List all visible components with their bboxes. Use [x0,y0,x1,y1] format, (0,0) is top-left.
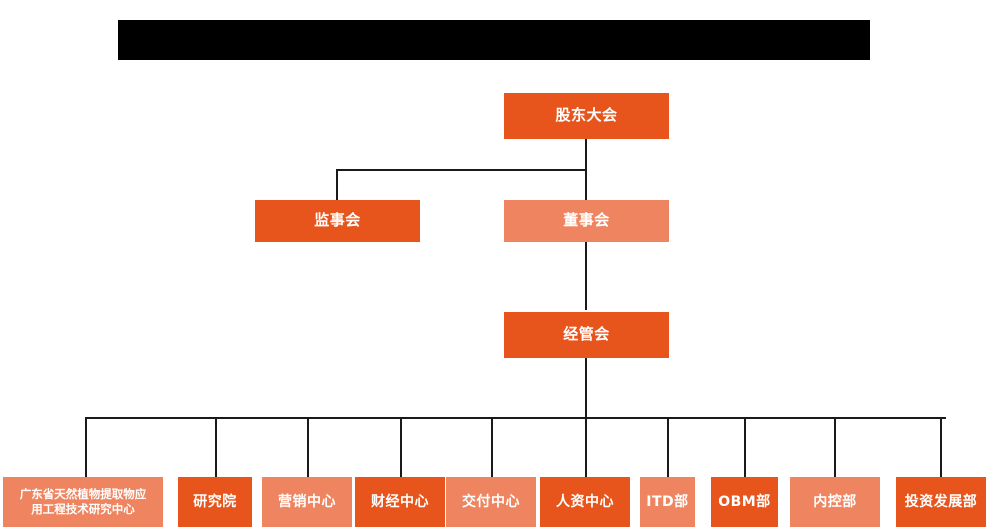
node-finance-center[interactable]: 财经中心 [355,477,445,527]
node-delivery-center[interactable]: 交付中心 [446,477,536,527]
drop-line-obm [744,417,746,477]
node-obm-department[interactable]: OBM部 [711,477,778,527]
drop-line-hr [585,417,587,477]
connector-level2-bus [336,169,587,171]
connector-supervisors-down [336,169,338,200]
node-shareholders-meeting[interactable]: 股东大会 [504,93,669,139]
node-label-line-2: 用工程技术研究中心 [31,502,135,516]
node-hr-center[interactable]: 人资中心 [540,477,630,527]
drop-line-itd [667,417,669,477]
drop-line-institute [215,417,217,477]
node-guangdong-botanical-extract-engineering-research-center[interactable]: 广东省天然植物提取物应 用工程技术研究中心 [3,477,163,527]
connector-management-down [585,358,587,418]
node-board-of-directors[interactable]: 董事会 [504,200,669,242]
drop-line-delivery [491,417,493,477]
drop-line-finance [400,417,402,477]
connector-board-to-management [585,242,587,310]
node-management-committee[interactable]: 经管会 [504,312,669,358]
connector-board-down [585,169,587,200]
node-label-line-1: 广东省天然植物提取物应 [19,487,147,502]
connector-shareholders-down [585,139,587,171]
node-internal-control-department[interactable]: 内控部 [790,477,880,527]
node-board-of-supervisors[interactable]: 监事会 [255,200,420,242]
node-marketing-center[interactable]: 营销中心 [262,477,352,527]
drop-line-internal-control [834,417,836,477]
node-itd-department[interactable]: ITD部 [640,477,695,527]
drop-line-investment [940,417,942,477]
drop-line-marketing [307,417,309,477]
connector-departments-bus [85,417,946,419]
node-investment-development-department[interactable]: 投资发展部 [896,477,986,527]
drop-line-research-center [85,417,87,477]
node-institute[interactable]: 研究院 [178,477,252,527]
redacted-title-bar [118,20,870,60]
